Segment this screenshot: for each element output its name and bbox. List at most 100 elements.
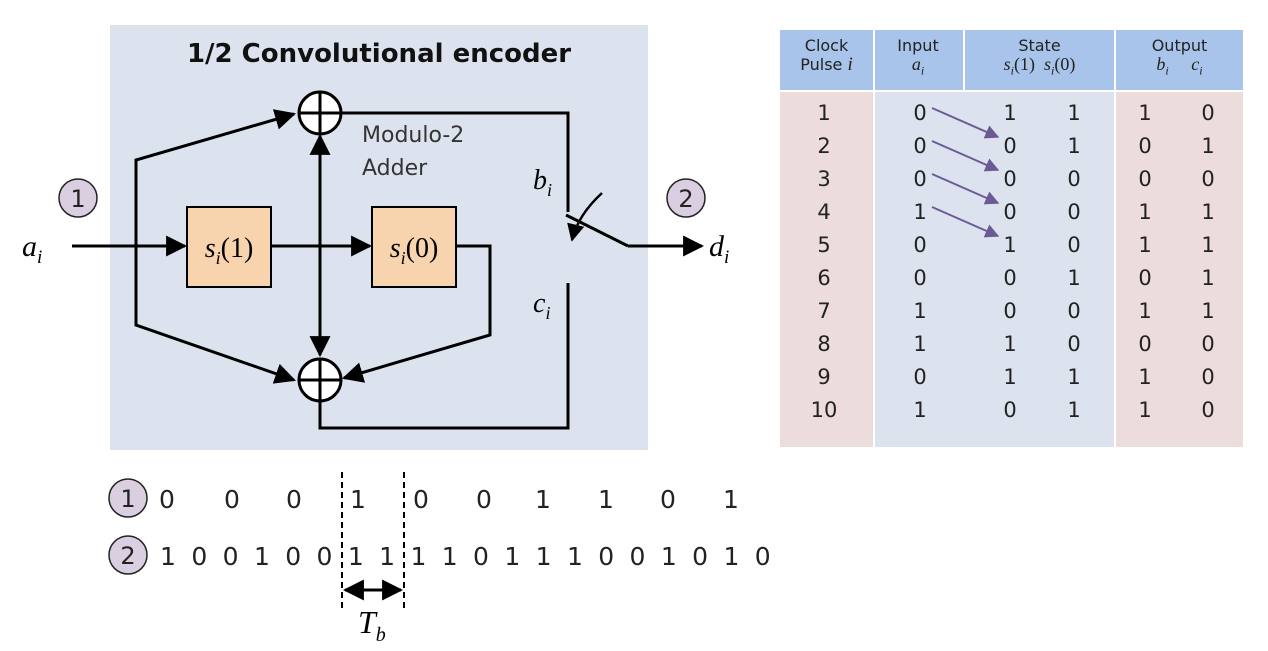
bit-period-label: Tb — [358, 604, 386, 646]
output-bit: 0 — [317, 542, 333, 571]
header-state: State si(1) si(0) — [1003, 36, 1076, 78]
table-cell-c: 0 — [1201, 101, 1215, 125]
table-cell-clock: 3 — [817, 167, 831, 191]
table-cell-c: 0 — [1201, 398, 1215, 422]
table-cell-s0: 0 — [1067, 299, 1081, 323]
table-header-band — [780, 30, 1243, 90]
shift-arrow — [931, 173, 1000, 205]
input-column-bg — [873, 90, 1116, 447]
upper-feed-line — [134, 109, 297, 246]
input-bit: 0 — [660, 485, 676, 514]
table-cell-s1: 1 — [1003, 101, 1017, 125]
output-bit: 1 — [410, 542, 426, 571]
table-cell-clock: 6 — [817, 266, 831, 290]
header-clock: Clock Pulse i — [800, 36, 853, 75]
table-cell-c: 1 — [1201, 266, 1215, 290]
table-cell-s1: 0 — [1003, 266, 1017, 290]
table-cell-s0: 1 — [1067, 134, 1081, 158]
output-d-label: di — [709, 230, 729, 268]
table-cell-input: 0 — [913, 266, 927, 290]
table-cell-b: 0 — [1138, 167, 1152, 191]
s0-to-lower-adder-line — [341, 244, 492, 383]
state-shift-arrows — [931, 107, 1000, 238]
encoder-title: 1/2 Convolutional encoder — [187, 39, 571, 69]
lower-feed-line — [134, 246, 296, 384]
table-cell-s1: 0 — [1003, 134, 1017, 158]
input-bit: 0 — [286, 485, 302, 514]
table-cell-b: 1 — [1138, 233, 1152, 257]
upper-output-line — [341, 111, 570, 212]
output-column-bg — [1116, 90, 1243, 447]
input-bit: 1 — [535, 485, 551, 514]
table-cell-input: 0 — [913, 167, 927, 191]
header-input: Input ai — [897, 36, 939, 78]
table-cell-input: 1 — [913, 332, 927, 356]
output-bit: 0 — [598, 542, 614, 571]
clock-column-bg — [780, 90, 873, 447]
output-bit: 0 — [630, 542, 646, 571]
adder-label-line1: Modulo-2 — [362, 123, 464, 148]
table-cell-s1: 1 — [1003, 332, 1017, 356]
input-bit: 0 — [224, 485, 240, 514]
table-cell-b: 0 — [1138, 332, 1152, 356]
input-bit: 0 — [159, 485, 175, 514]
header-divider — [780, 90, 1243, 92]
marker-2-output: 2 — [666, 178, 706, 218]
output-bit: 0 — [473, 542, 489, 571]
lower-modulo2-adder — [297, 357, 343, 403]
input-a-label: ai — [22, 230, 42, 268]
shift-arrow — [931, 107, 1000, 139]
table-cell-b: 1 — [1138, 101, 1152, 125]
output-bit: 0 — [191, 542, 207, 571]
input-bit: 1 — [723, 485, 739, 514]
svg-text:1: 1 — [120, 485, 135, 513]
table-cell-s1: 1 — [1003, 233, 1017, 257]
table-cell-clock: 10 — [810, 398, 838, 422]
table-cell-s0: 1 — [1067, 365, 1081, 389]
table-cell-input: 1 — [913, 200, 927, 224]
table-cell-b: 0 — [1138, 134, 1152, 158]
table-cell-b: 1 — [1138, 200, 1152, 224]
shift-arrow — [931, 140, 1000, 172]
svg-text:1: 1 — [70, 185, 85, 213]
table-cell-clock: 2 — [817, 134, 831, 158]
table-cell-s0: 0 — [1067, 200, 1081, 224]
table-cell-s0: 0 — [1067, 233, 1081, 257]
input-bit: 0 — [476, 485, 492, 514]
table-cell-c: 1 — [1201, 134, 1215, 158]
output-bit: 1 — [160, 542, 176, 571]
table-cell-c: 0 — [1201, 167, 1215, 191]
output-bit: 1 — [254, 542, 270, 571]
table-cell-c: 0 — [1201, 365, 1215, 389]
output-bit: 0 — [692, 542, 708, 571]
table-cell-clock: 1 — [817, 101, 831, 125]
table-cell-s1: 0 — [1003, 299, 1017, 323]
table-cell-clock: 8 — [817, 332, 831, 356]
table-cell-input: 0 — [913, 233, 927, 257]
output-bit: 0 — [285, 542, 301, 571]
table-cell-s0: 0 — [1067, 332, 1081, 356]
register-s0-label: si(0) — [390, 233, 439, 268]
table-cell-s1: 0 — [1003, 200, 1017, 224]
table-cell-s0: 1 — [1067, 398, 1081, 422]
column-divider — [873, 30, 875, 447]
output-bit: 1 — [504, 542, 520, 571]
output-bit: 1 — [379, 542, 395, 571]
table-cell-s0: 1 — [1067, 101, 1081, 125]
header-output: Output bi ci — [1151, 36, 1208, 78]
column-divider — [1114, 30, 1116, 447]
output-bit: 1 — [567, 542, 583, 571]
output-bit: 1 — [442, 542, 458, 571]
table-cell-clock: 5 — [817, 233, 831, 257]
table-cell-c: 1 — [1201, 233, 1215, 257]
table-cell-b: 1 — [1138, 365, 1152, 389]
output-bit: 0 — [755, 542, 771, 571]
input-bit: 0 — [413, 485, 429, 514]
